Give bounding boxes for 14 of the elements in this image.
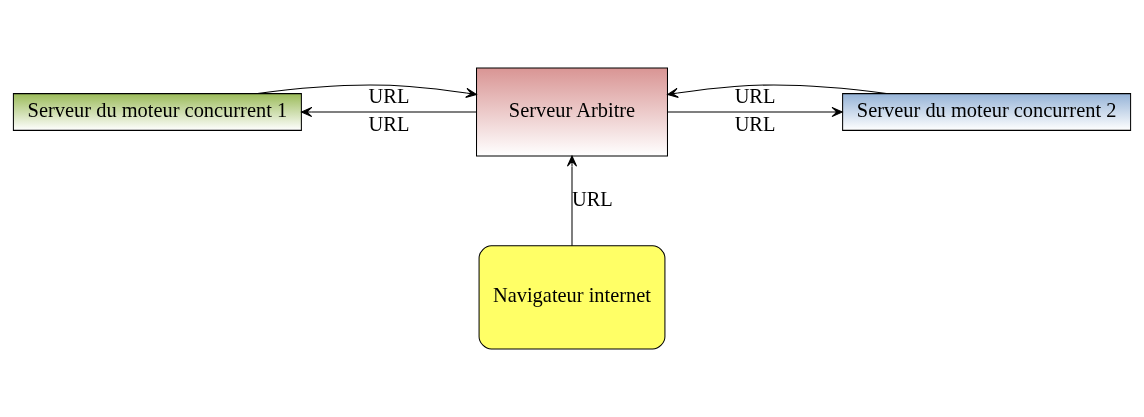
arrow [566,155,578,247]
edge-label: URL [368,84,410,107]
node-box: Serveur Arbitre [476,67,668,157]
arrow [301,106,477,118]
arrow [257,84,477,99]
arrow [667,106,843,118]
node-box: Navigateur internet [478,245,666,350]
arrow [667,84,887,99]
node-box: Serveur du moteur concurrent 2 [842,93,1132,131]
edge-label: URL [368,113,410,136]
node-box: Serveur du moteur concurrent 1 [12,93,302,131]
edge-label: URL [734,84,776,107]
edge-label: URL [734,113,776,136]
edge-label: URL [572,187,613,210]
